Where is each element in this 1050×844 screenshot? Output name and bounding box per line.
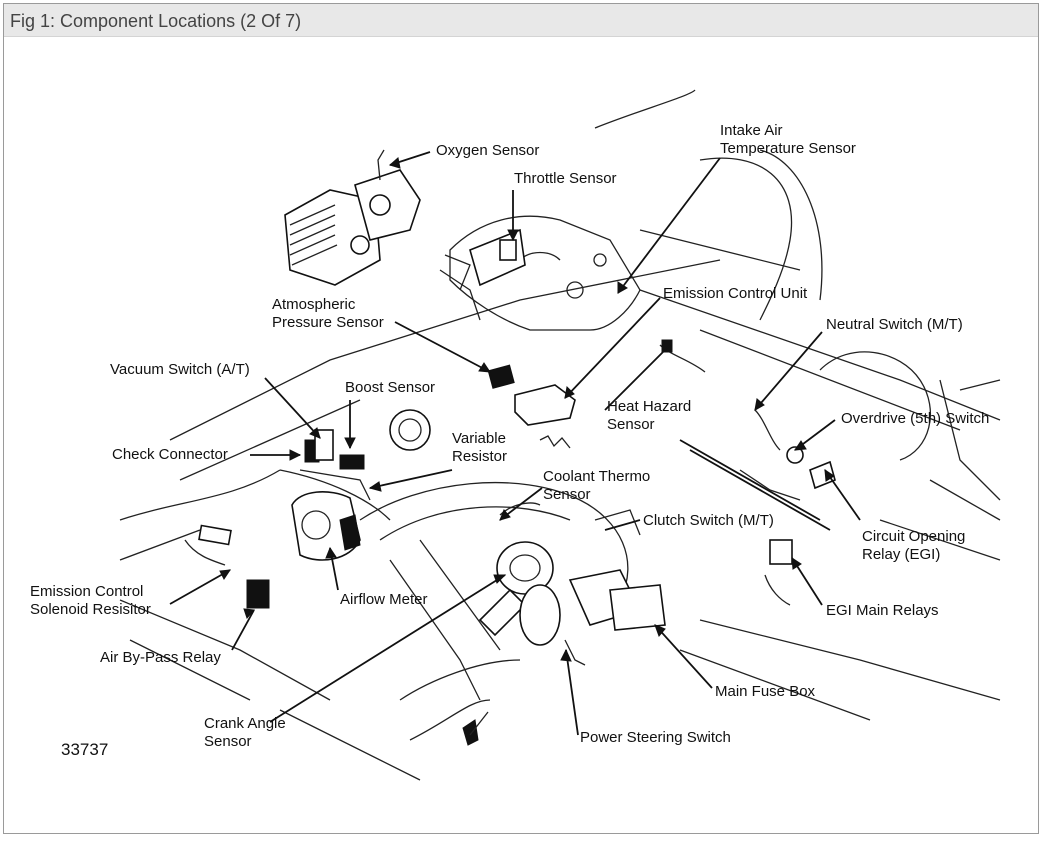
label-boost-sensor: Boost Sensor <box>345 379 435 396</box>
label-circuit-opening-line2: Relay (EGI) <box>862 546 940 563</box>
label-neutral-switch: Neutral Switch (M/T) <box>826 316 963 333</box>
label-heat-hazard-line1: Heat Hazard <box>607 398 691 415</box>
label-intake-air-line1: Intake Air <box>720 122 783 139</box>
label-vacuum-switch: Vacuum Switch (A/T) <box>110 361 250 378</box>
leader-lines <box>169 151 861 736</box>
label-coolant-line1: Coolant Thermo <box>543 468 650 485</box>
label-clutch-switch: Clutch Switch (M/T) <box>643 512 774 529</box>
label-atmospheric-line1: Atmospheric <box>272 296 356 313</box>
label-check-connector: Check Connector <box>112 446 228 463</box>
label-emission-solenoid-line1: Emission Control <box>30 583 143 600</box>
label-atmospheric-line2: Pressure Sensor <box>272 314 384 331</box>
label-egi-main-relays: EGI Main Relays <box>826 602 939 619</box>
label-crank-angle-line1: Crank Angle <box>204 715 286 732</box>
engine-bay-drawing <box>119 89 1001 781</box>
figure-title-bar: Fig 1: Component Locations (2 Of 7) <box>4 4 1038 37</box>
label-throttle-sensor: Throttle Sensor <box>514 170 617 187</box>
component-labels: Oxygen Sensor Throttle Sensor Intake Air… <box>30 122 989 759</box>
label-crank-angle-line2: Sensor <box>204 733 252 750</box>
label-air-bypass-relay: Air By-Pass Relay <box>100 649 221 666</box>
label-main-fuse-box: Main Fuse Box <box>715 683 816 700</box>
label-oxygen-sensor: Oxygen Sensor <box>436 142 539 159</box>
label-emission-solenoid-line2: Solenoid Resisitor <box>30 601 151 618</box>
figure-title: Fig 1: Component Locations (2 Of 7) <box>10 11 302 31</box>
label-circuit-opening-line1: Circuit Opening <box>862 528 965 545</box>
label-intake-air-line2: Temperature Sensor <box>720 140 856 157</box>
label-coolant-line2: Sensor <box>543 486 591 503</box>
figure-number: 33737 <box>61 740 108 759</box>
label-overdrive-switch: Overdrive (5th) Switch <box>841 410 989 427</box>
label-emission-control-unit: Emission Control Unit <box>663 285 808 302</box>
label-variable-line2: Resistor <box>452 448 507 465</box>
label-variable-line1: Variable <box>452 430 506 447</box>
label-airflow-meter: Airflow Meter <box>340 591 428 608</box>
label-heat-hazard-line2: Sensor <box>607 416 655 433</box>
label-power-steering-switch: Power Steering Switch <box>580 729 731 746</box>
